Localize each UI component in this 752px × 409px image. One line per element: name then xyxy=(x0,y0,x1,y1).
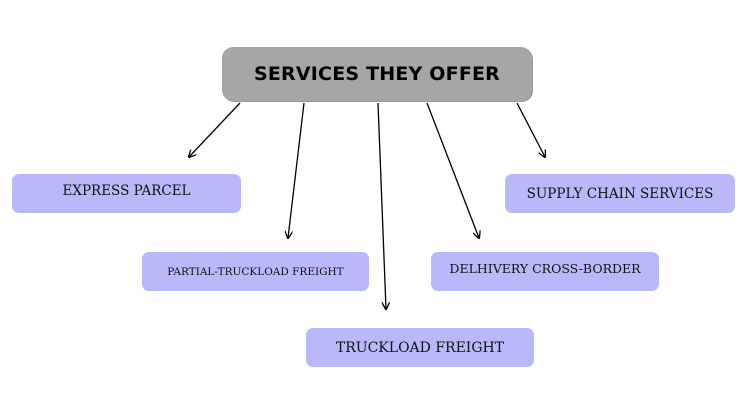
arrow-to-truckload xyxy=(377,102,386,309)
arrow-to-partial-truckload xyxy=(288,102,305,238)
node-truckload-freight: TRUCKLOAD FREIGHT xyxy=(306,328,534,367)
title-box: SERVICES THEY OFFER xyxy=(222,47,532,101)
node-supply-chain-services: SUPPLY CHAIN SERVICES xyxy=(505,174,735,213)
arrow-to-supply-chain xyxy=(516,102,545,157)
node-partial-truckload-freight: PARTIAL-TRUCKLOAD FREIGHT xyxy=(142,252,369,291)
node-express-parcel: EXPRESS PARCEL xyxy=(12,174,241,213)
arrow-to-express-parcel xyxy=(189,102,241,157)
node-delhivery-cross-border: DELHIVERY CROSS-BORDER xyxy=(431,252,659,291)
arrow-to-cross-border xyxy=(426,102,479,238)
